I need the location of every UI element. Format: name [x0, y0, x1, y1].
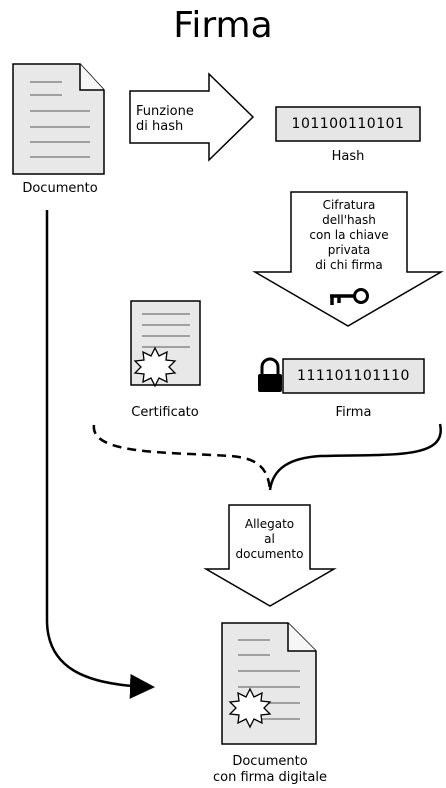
attached-label-line: Allegato: [244, 517, 295, 531]
attach-arrow: [203, 504, 337, 607]
encryption-label-line: dell'hash: [322, 213, 376, 227]
hash-value-box: [275, 106, 421, 142]
seal-icon: [228, 687, 272, 729]
attached-label-line: al: [264, 532, 275, 546]
hash-function-arrow: [129, 72, 255, 162]
diagram-title: Firma: [173, 5, 273, 46]
encryption-label-line: Cifratura: [322, 198, 376, 212]
key-icon: [330, 288, 369, 305]
seal-icon: [133, 346, 177, 388]
signature-value-box: [282, 358, 425, 394]
signature-value: 111101101110: [297, 368, 410, 384]
encryption-label-line: di chi firma: [315, 258, 383, 272]
document-to-signed-arrow: [45, 210, 155, 699]
certificate-branch-line: [92, 424, 272, 491]
attached-label: Allegato al documento: [229, 517, 310, 562]
document-icon: [12, 63, 105, 175]
signed-document-label-line: Documento: [232, 754, 308, 769]
encryption-label-line: privata: [327, 243, 371, 257]
encryption-label: Cifratura dell'hash con la chiave privat…: [291, 198, 407, 273]
encryption-arrow: [252, 191, 444, 327]
hash-function-label-line: Funzione: [136, 104, 194, 119]
hash-function-label-line: di hash: [136, 119, 184, 134]
hash-value: 101100110101: [291, 116, 405, 132]
signed-document-label-line: con firma digitale: [213, 770, 327, 785]
signature-label: Firma: [335, 405, 372, 420]
attached-label-line: documento: [235, 547, 304, 561]
certificate-icon: [130, 300, 201, 388]
lock-icon: [258, 357, 282, 392]
hash-function-label: Funzione di hash: [136, 104, 194, 134]
hash-label: Hash: [331, 149, 365, 164]
document-label: Documento: [22, 181, 98, 196]
signed-document-icon: [221, 622, 317, 745]
signed-document-label: Documento con firma digitale: [190, 754, 350, 786]
certificate-label: Certificato: [131, 405, 199, 420]
encryption-label-line: con la chiave: [309, 228, 389, 242]
signature-branch-line: [268, 423, 442, 491]
